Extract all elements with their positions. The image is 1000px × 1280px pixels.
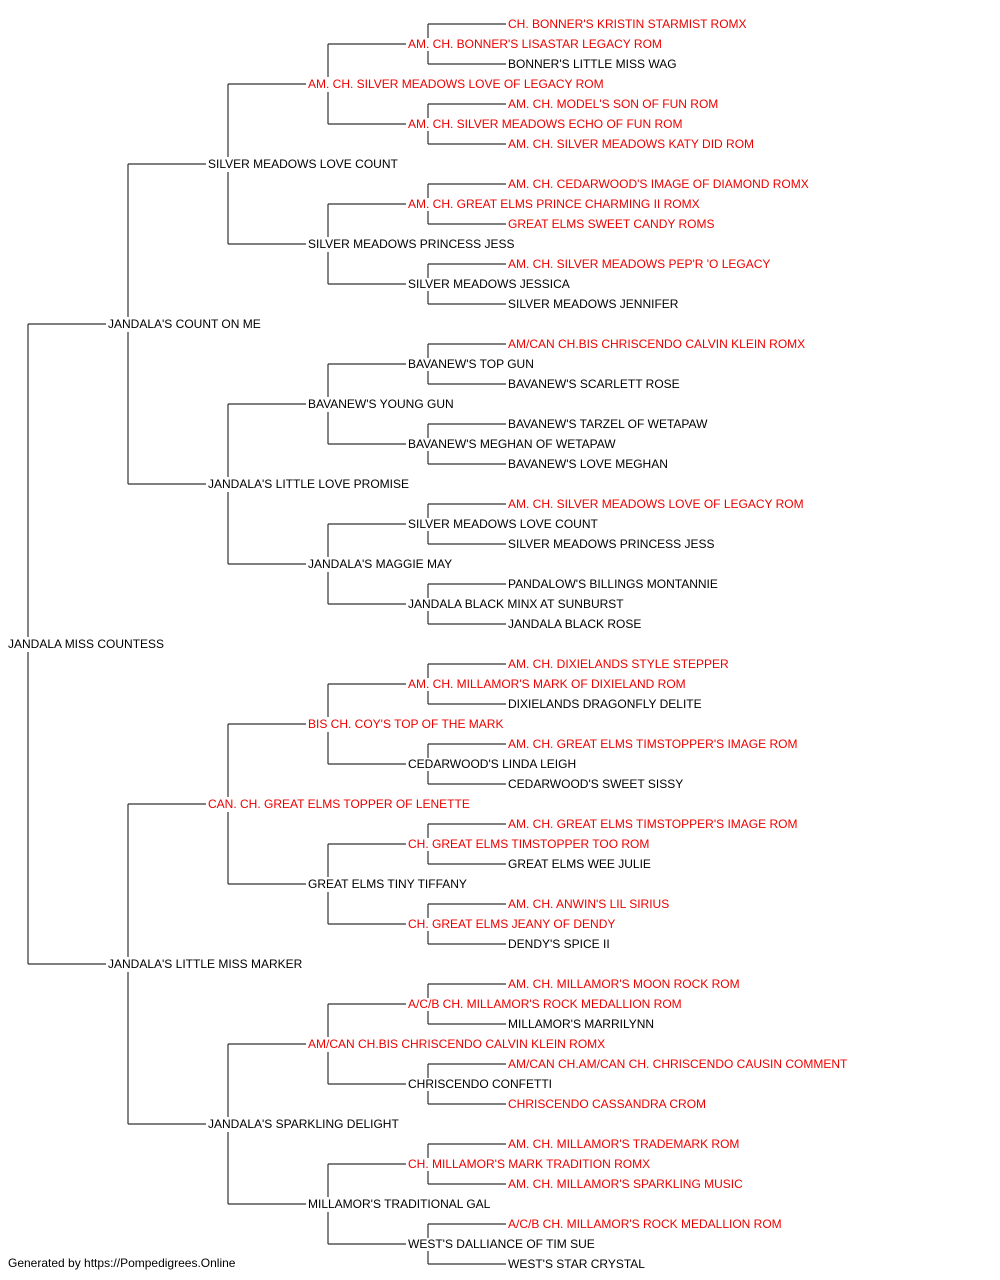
ancestor-name: GREAT ELMS SWEET CANDY ROMS <box>508 217 715 231</box>
ancestor-name: SILVER MEADOWS JESSICA <box>408 277 570 291</box>
ancestor-name: CH. GREAT ELMS JEANY OF DENDY <box>408 917 616 931</box>
subject-name: JANDALA MISS COUNTESS <box>8 637 165 651</box>
ancestor-name: SILVER MEADOWS PRINCESS JESS <box>508 537 715 551</box>
ancestor-name: BAVANEW'S SCARLETT ROSE <box>508 377 680 391</box>
ancestor-name: JANDALA'S MAGGIE MAY <box>308 557 453 571</box>
ancestor-name: JANDALA'S LITTLE LOVE PROMISE <box>208 477 410 491</box>
ancestor-name: SILVER MEADOWS LOVE COUNT <box>408 517 598 531</box>
ancestor-name: AM. CH. MILLAMOR'S MOON ROCK ROM <box>508 977 740 991</box>
ancestor-name: AM. CH. ANWIN'S LIL SIRIUS <box>508 897 670 911</box>
ancestor-name: BAVANEW'S TOP GUN <box>408 357 534 371</box>
footer-credit: Generated by https://Pompedigrees.Online <box>8 1256 236 1270</box>
ancestor-name: GREAT ELMS WEE JULIE <box>508 857 651 871</box>
ancestor-name: CEDARWOOD'S LINDA LEIGH <box>408 757 577 771</box>
ancestor-name: AM. CH. SILVER MEADOWS KATY DID ROM <box>508 137 755 151</box>
ancestor-name: AM. CH. DIXIELANDS STYLE STEPPER <box>508 657 729 671</box>
ancestor-name: AM. CH. SILVER MEADOWS ECHO OF FUN ROM <box>408 117 683 131</box>
ancestor-name: SILVER MEADOWS PRINCESS JESS <box>308 237 515 251</box>
ancestor-name: BAVANEW'S MEGHAN OF WETAPAW <box>408 437 616 451</box>
ancestor-name: JANDALA'S COUNT ON ME <box>108 317 261 331</box>
ancestor-name: AM. CH. SILVER MEADOWS LOVE OF LEGACY RO… <box>308 77 604 91</box>
ancestor-name: WEST'S STAR CRYSTAL <box>508 1257 645 1271</box>
ancestor-name: AM. CH. MILLAMOR'S TRADEMARK ROM <box>508 1137 740 1151</box>
ancestor-name: AM/CAN CH.BIS CHRISCENDO CALVIN KLEIN RO… <box>508 337 806 351</box>
ancestor-name: MILLAMOR'S MARRILYNN <box>508 1017 655 1031</box>
ancestor-name: CHRISCENDO CONFETTI <box>408 1077 552 1091</box>
ancestor-name: A/C/B CH. MILLAMOR'S ROCK MEDALLION ROM <box>408 997 682 1011</box>
ancestor-name: AM/CAN CH.BIS CHRISCENDO CALVIN KLEIN RO… <box>308 1037 606 1051</box>
ancestor-name: BAVANEW'S YOUNG GUN <box>308 397 454 411</box>
ancestor-name: AM. CH. GREAT ELMS TIMSTOPPER'S IMAGE RO… <box>508 817 798 831</box>
ancestor-name: JANDALA'S SPARKLING DELIGHT <box>208 1117 399 1131</box>
ancestor-name: BIS CH. COY'S TOP OF THE MARK <box>308 717 504 731</box>
ancestor-name: MILLAMOR'S TRADITIONAL GAL <box>308 1197 491 1211</box>
ancestor-name: AM. CH. BONNER'S LISASTAR LEGACY ROM <box>408 37 662 51</box>
ancestor-name: BAVANEW'S LOVE MEGHAN <box>508 457 668 471</box>
ancestor-name: CH. GREAT ELMS TIMSTOPPER TOO ROM <box>408 837 650 851</box>
ancestor-name: JANDALA BLACK MINX AT SUNBURST <box>408 597 624 611</box>
ancestor-name: WEST'S DALLIANCE OF TIM SUE <box>408 1237 595 1251</box>
ancestor-name: A/C/B CH. MILLAMOR'S ROCK MEDALLION ROM <box>508 1217 782 1231</box>
ancestor-name: AM. CH. GREAT ELMS TIMSTOPPER'S IMAGE RO… <box>508 737 798 751</box>
ancestor-name: AM. CH. SILVER MEADOWS PEP'R 'O LEGACY <box>508 257 771 271</box>
ancestor-name: CH. MILLAMOR'S MARK TRADITION ROMX <box>408 1157 651 1171</box>
ancestor-name: CAN. CH. GREAT ELMS TOPPER OF LENETTE <box>208 797 470 811</box>
ancestor-name: AM. CH. CEDARWOOD'S IMAGE OF DIAMOND ROM… <box>508 177 809 191</box>
ancestor-name: AM. CH. GREAT ELMS PRINCE CHARMING II RO… <box>408 197 700 211</box>
ancestor-name: AM/CAN CH.AM/CAN CH. CHRISCENDO CAUSIN C… <box>508 1057 848 1071</box>
ancestor-name: CHRISCENDO CASSANDRA CROM <box>508 1097 707 1111</box>
ancestor-name: CH. BONNER'S KRISTIN STARMIST ROMX <box>508 17 747 31</box>
ancestor-name: DIXIELANDS DRAGONFLY DELITE <box>508 697 702 711</box>
ancestor-name: AM. CH. SILVER MEADOWS LOVE OF LEGACY RO… <box>508 497 804 511</box>
ancestor-name: AM. CH. MILLAMOR'S SPARKLING MUSIC <box>508 1177 743 1191</box>
ancestor-name: JANDALA'S LITTLE MISS MARKER <box>108 957 303 971</box>
ancestor-name: DENDY'S SPICE II <box>508 937 610 951</box>
ancestor-name: GREAT ELMS TINY TIFFANY <box>308 877 467 891</box>
ancestor-name: SILVER MEADOWS JENNIFER <box>508 297 679 311</box>
ancestor-name: BAVANEW'S TARZEL OF WETAPAW <box>508 417 708 431</box>
ancestor-name: AM. CH. MILLAMOR'S MARK OF DIXIELAND ROM <box>408 677 686 691</box>
ancestor-name: CEDARWOOD'S SWEET SISSY <box>508 777 684 791</box>
ancestor-name: JANDALA BLACK ROSE <box>508 617 642 631</box>
ancestor-name: SILVER MEADOWS LOVE COUNT <box>208 157 398 171</box>
ancestor-name: BONNER'S LITTLE MISS WAG <box>508 57 677 71</box>
ancestor-name: AM. CH. MODEL'S SON OF FUN ROM <box>508 97 719 111</box>
ancestor-name: PANDALOW'S BILLINGS MONTANNIE <box>508 577 718 591</box>
